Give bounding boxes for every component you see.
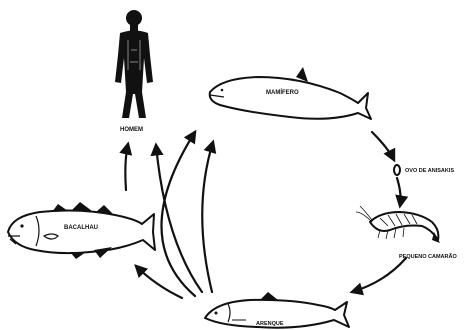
arrow-ovo-to-camarao — [397, 178, 401, 206]
shrimp-icon — [356, 206, 440, 243]
label-arenque: ARENQUE — [256, 321, 284, 327]
human-figure-icon — [115, 10, 153, 118]
arrow-bacalhau-to-homem — [125, 144, 128, 190]
label-mamifero: MAMÍFERO — [266, 88, 299, 96]
arrow-arenque-to-bacalhau — [136, 266, 182, 298]
arrow-mamifero-to-ovo — [372, 132, 394, 160]
label-homem: HOMEM — [120, 127, 143, 133]
label-ovo: OVO DE ANISAKIS — [405, 168, 454, 174]
arrow-arenque-to-mamifero — [202, 142, 213, 292]
label-camarao: PEQUENO CAMARÃO — [399, 253, 457, 260]
arrow-camarao-to-arenque — [352, 258, 406, 292]
label-bacalhau: BACALHAU — [64, 225, 98, 231]
egg-icon — [394, 165, 400, 175]
